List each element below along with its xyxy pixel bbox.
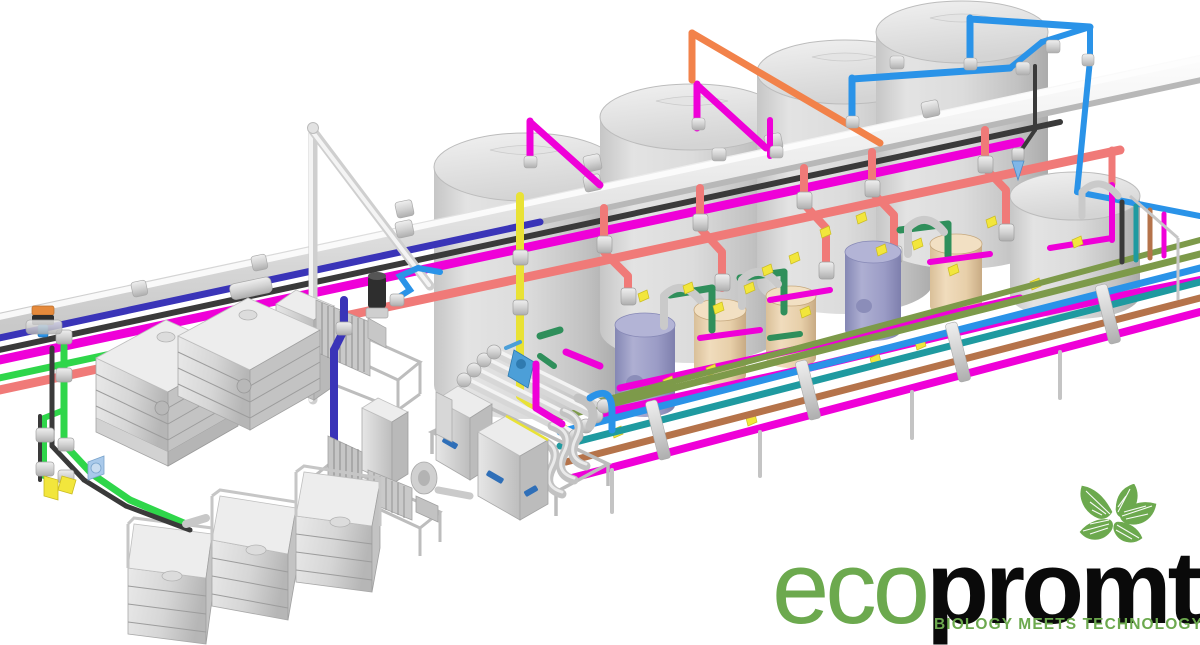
misc-fittings [523, 39, 1095, 169]
ecopromt-logo: ecopromt BIOLOGY MEETS TECHNOLOGY [762, 484, 1200, 639]
logo-tagline: BIOLOGY MEETS TECHNOLOGY [934, 616, 1200, 633]
basil-leaf-icon [1079, 484, 1157, 543]
right-rack-frame [1129, 194, 1180, 300]
ibc-tote-lower-1 [126, 516, 214, 645]
ibc-tote-upper-2 [177, 297, 321, 431]
logo-text-eco: eco [772, 530, 930, 645]
butterfly-valve-blue [504, 340, 535, 389]
ibc-tote-group-upper [95, 297, 321, 467]
sample-valve-right [1011, 147, 1025, 182]
ro-control-cabinet-2 [477, 414, 549, 521]
vertical-pump-1 [365, 272, 389, 349]
hp-pump-cabinet [361, 397, 409, 485]
duct-actuator-valve [25, 305, 63, 338]
logo-text-promt: promt [926, 530, 1200, 645]
right-edge-risers [1119, 199, 1167, 265]
ibc-tote-lower-3 [294, 464, 382, 593]
ibc-tote-group-lower [126, 464, 382, 645]
tank1-base-links [532, 326, 604, 428]
bottom-pipe-rack [552, 237, 1200, 514]
ibc-tote-lower-2 [210, 488, 298, 621]
dosing-valve-cluster-left [35, 329, 105, 501]
pressure-vessel-purple-2 [844, 240, 902, 341]
logo-wordmark: ecopromt [772, 536, 1200, 639]
ro-aux-cabinet [435, 391, 453, 443]
